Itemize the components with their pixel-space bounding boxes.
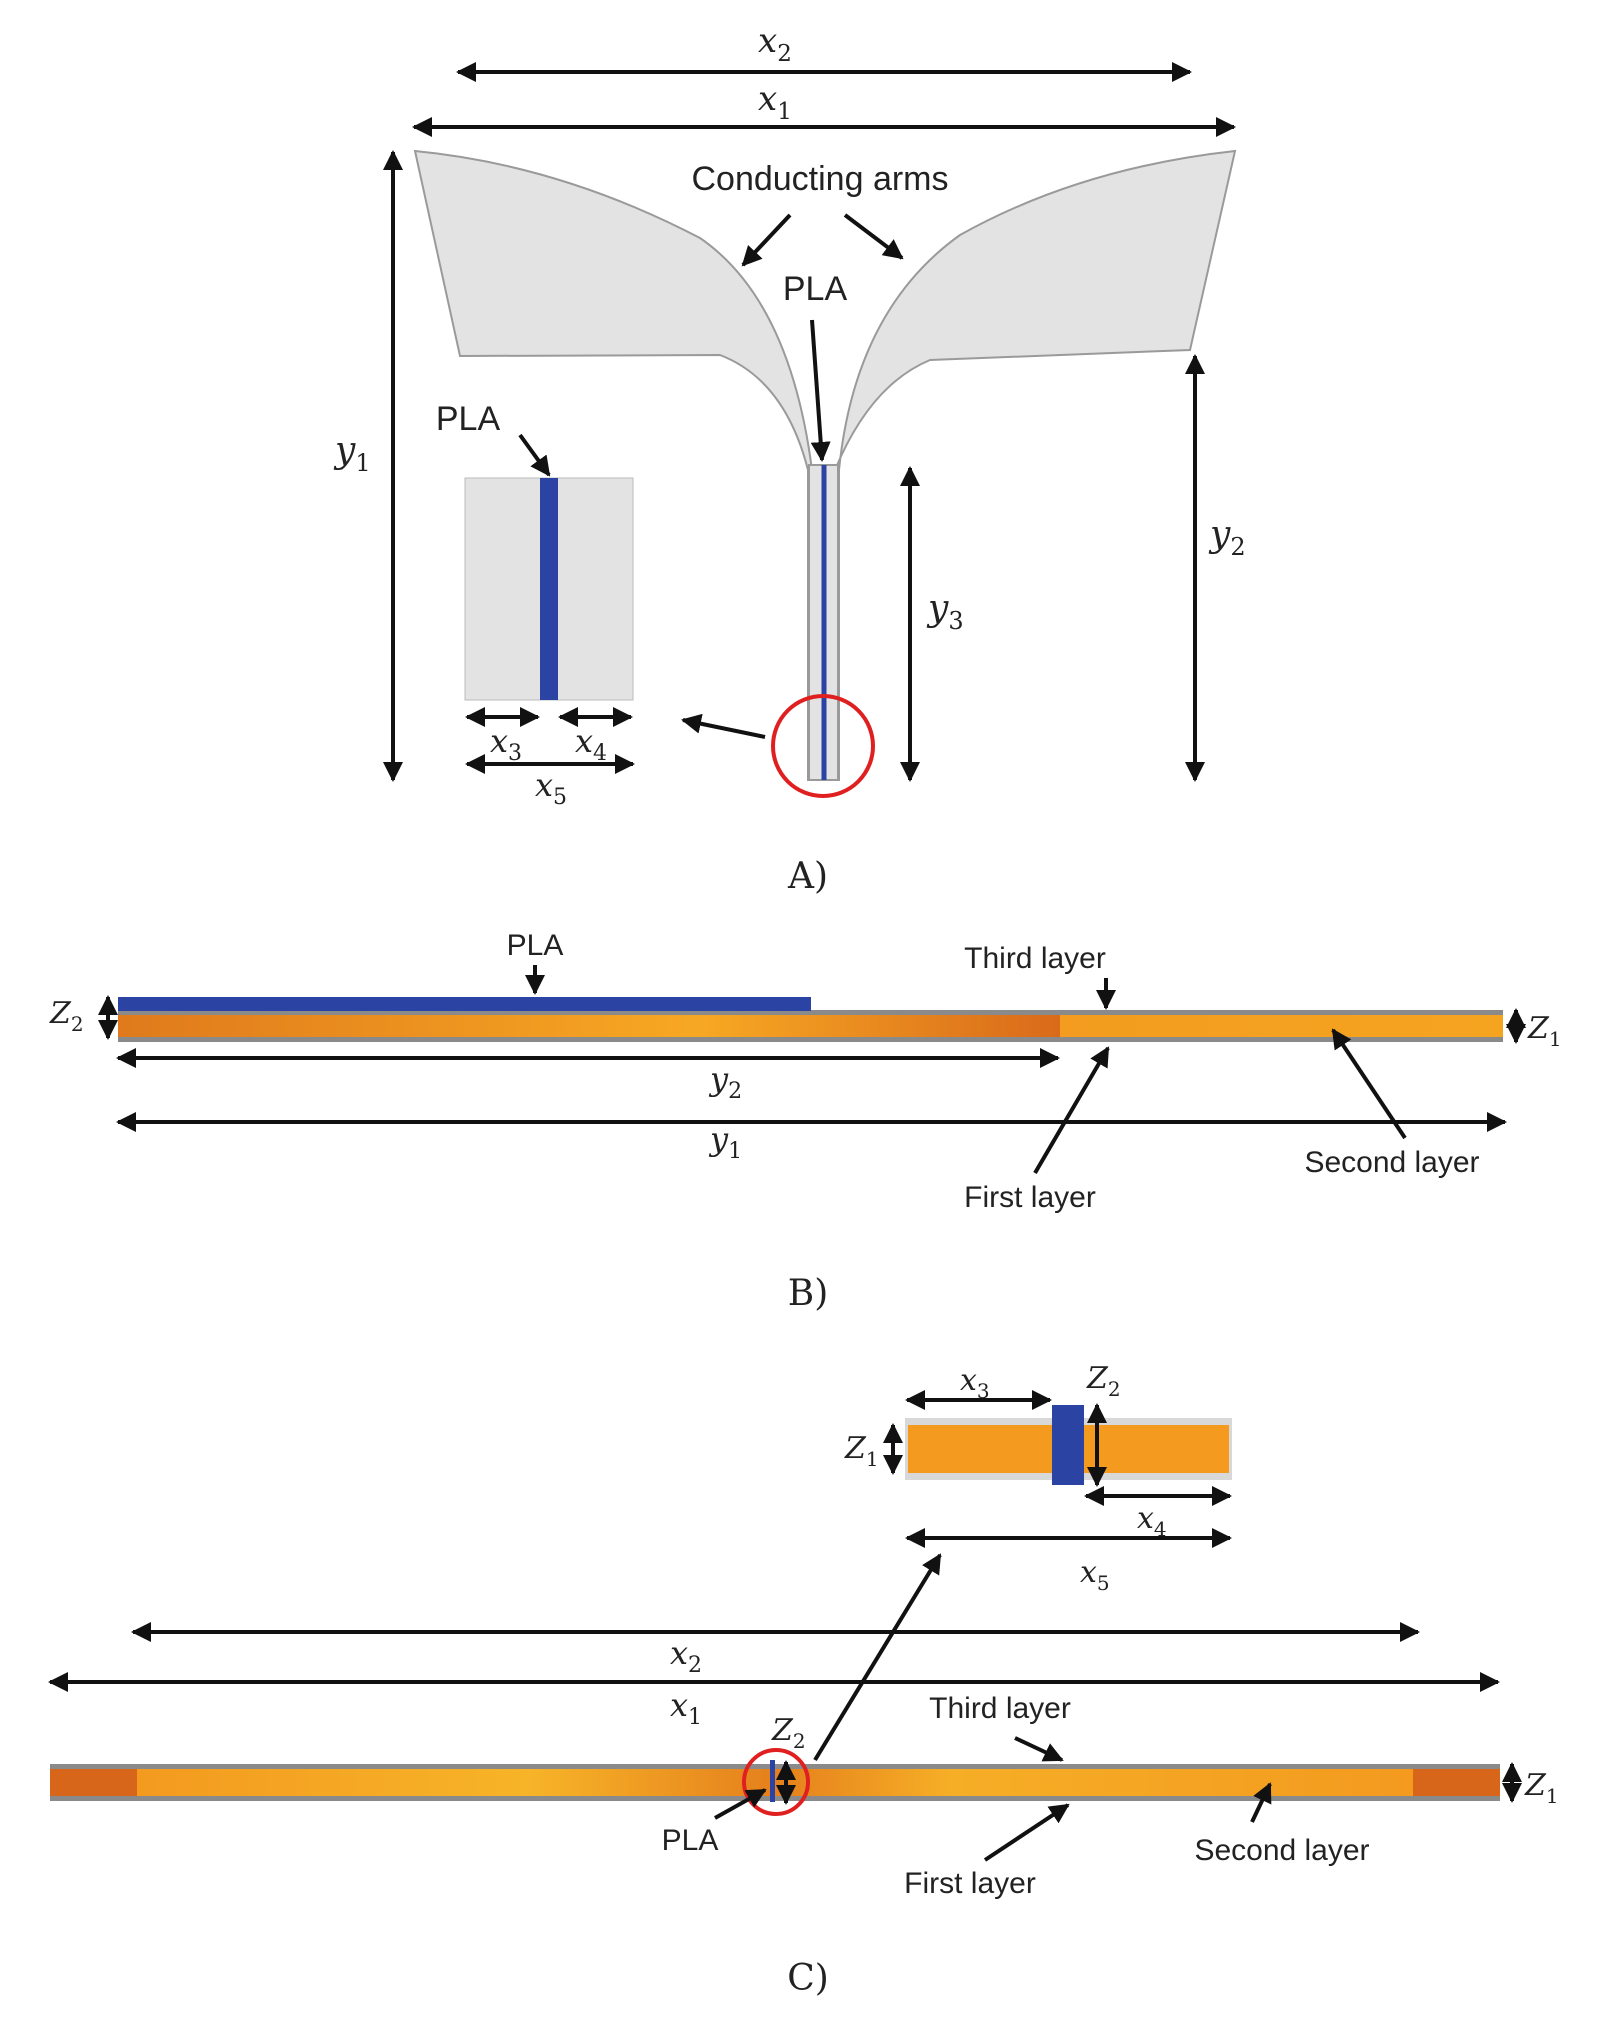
- label-third-layer-b: Third layer: [964, 942, 1106, 975]
- conducting-arm-left: [413, 149, 813, 781]
- pointer-third-layer-c: [1014, 1736, 1064, 1762]
- label-x4: x4: [575, 722, 607, 766]
- inset-pla-strip: [540, 478, 558, 700]
- feed-highlight-circle: [771, 694, 875, 798]
- pointer-arm-left: [741, 213, 792, 267]
- label-inset-x3-c: x3: [960, 1363, 990, 1403]
- caption-b: B): [788, 1273, 829, 1314]
- pla-highlight-circle-c: [742, 1748, 810, 1816]
- label-x1: x1: [758, 79, 792, 125]
- second-layer-b: [118, 1015, 1503, 1037]
- label-pla-c: PLA: [662, 1824, 719, 1857]
- label-z2-b: Z2: [49, 996, 84, 1036]
- pointer-second-layer-c: [1250, 1782, 1272, 1823]
- caption-a: A): [787, 856, 828, 897]
- label-inset-z2-c: Z2: [1086, 1361, 1121, 1401]
- label-first-layer-c: First layer: [904, 1867, 1036, 1900]
- pla-strip-c: [770, 1760, 775, 1802]
- label-pla-b: PLA: [507, 929, 564, 962]
- pointer-first-layer-b: [1033, 1046, 1110, 1175]
- pla-layer-b: [118, 997, 811, 1011]
- panel-c: x3 Z2 Z1 x4 x5 x2 x1 Z2 Z1 Third layer P…: [48, 1361, 1559, 1999]
- label-y2-b: y2: [708, 1060, 742, 1104]
- label-y1: y1: [333, 430, 371, 477]
- panel-b: PLA Third layer Z2 Z1 y2 y1 First layer …: [49, 929, 1562, 1314]
- caption-c: C): [787, 1958, 829, 1999]
- label-z1-b: Z1: [1527, 1011, 1562, 1051]
- pointer-inset-zoom: [681, 713, 766, 739]
- pointer-zoom-c: [813, 1553, 942, 1762]
- label-pla-inset: PLA: [436, 400, 501, 438]
- pointer-second-layer-b: [1331, 1028, 1407, 1140]
- label-x2-c: x2: [670, 1634, 702, 1678]
- label-first-layer-b: First layer: [964, 1181, 1096, 1214]
- third-layer-b: [118, 1010, 1503, 1015]
- pointer-pla-c: [714, 1788, 767, 1820]
- label-x1-c: x1: [670, 1686, 702, 1730]
- label-y1-b: y1: [708, 1120, 742, 1164]
- label-x2: x2: [758, 21, 792, 67]
- label-y2: y2: [1208, 514, 1246, 561]
- label-conducting-arms: Conducting arms: [691, 160, 948, 198]
- first-layer-b: [118, 1037, 1503, 1042]
- label-second-layer-c: Second layer: [1194, 1834, 1369, 1867]
- pointer-pla-inset: [518, 433, 551, 477]
- panel-a: x2 x1 Conducting arms PLA y1 PLA x3 x4 x…: [333, 21, 1246, 897]
- label-x5: x5: [535, 766, 567, 810]
- pointer-first-layer-c: [983, 1803, 1070, 1862]
- pointer-arm-right: [843, 213, 904, 260]
- label-pla-feed: PLA: [783, 270, 848, 308]
- label-z1-c: Z1: [1524, 1768, 1559, 1808]
- label-x3: x3: [490, 722, 522, 766]
- label-y3: y3: [926, 588, 964, 635]
- label-z2-c: Z2: [771, 1713, 806, 1753]
- inset-pla-c: [1052, 1405, 1084, 1485]
- label-third-layer-c: Third layer: [929, 1692, 1071, 1725]
- label-second-layer-b: Second layer: [1304, 1146, 1479, 1179]
- label-inset-x4-c: x4: [1137, 1501, 1167, 1541]
- label-inset-z1-c: Z1: [844, 1431, 879, 1471]
- conducting-arm-right: [834, 149, 1237, 781]
- label-inset-x5-c: x5: [1080, 1555, 1110, 1595]
- pointer-pla-feed: [810, 319, 831, 462]
